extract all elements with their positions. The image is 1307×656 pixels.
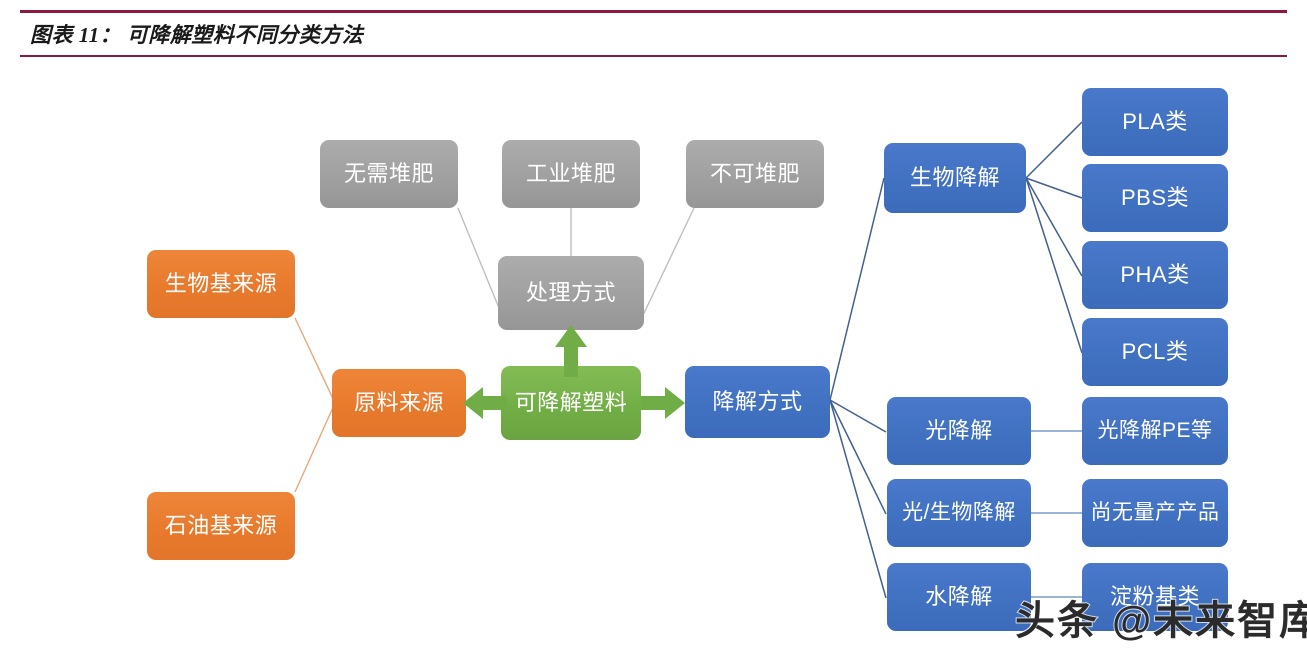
link-bio-pla [1025,121,1083,179]
link-degrade-water [829,399,887,599]
node-water-degradation[interactable]: 水降解 [887,563,1031,631]
figure-header: 图表 11： 可降解塑料不同分类方法 [20,10,1287,58]
node-photodegradation[interactable]: 光降解 [887,397,1031,465]
node-treatment-method[interactable]: 处理方式 [498,256,644,330]
node-non-compostable[interactable]: 不可堆肥 [686,140,824,208]
watermark: 头条 @未来智库 [1014,598,1307,644]
node-label: 生物降解 [909,164,1000,190]
header-rule-top [20,10,1287,13]
node-product-no-mass-production[interactable]: 尚无量产产品 [1082,479,1228,547]
node-label: PCL类 [1121,338,1189,364]
node-label: 淀粉基类 [1109,583,1200,609]
node-biodegradation[interactable]: 生物降解 [884,143,1026,213]
link-bio-pcl [1025,177,1083,354]
node-label: 无需堆肥 [343,160,434,186]
node-degradation-method[interactable]: 降解方式 [685,366,830,438]
node-product-pbs[interactable]: PBS类 [1082,164,1228,232]
node-label: 生物基来源 [164,270,278,296]
link-process-noncompost [635,207,695,331]
arrow-left-icon [463,387,507,419]
node-product-starch-based[interactable]: 淀粉基类 [1082,563,1228,631]
header-rule-bottom [20,55,1287,57]
node-label: PBS类 [1120,184,1190,210]
node-product-pcl[interactable]: PCL类 [1082,318,1228,386]
node-label: 处理方式 [525,279,616,305]
link-bio-pbs [1025,177,1083,199]
node-label: 光/生物降解 [902,501,1016,525]
diagram-canvas: 生物基来源 石油基来源 原料来源 无需堆肥 工业堆肥 不可堆肥 处理方式 可降解… [0,60,1307,656]
node-label: 降解方式 [712,388,803,414]
node-petroleum-based-source[interactable]: 石油基来源 [147,492,295,560]
node-label: 尚无量产产品 [1090,501,1220,525]
node-label: 水降解 [925,583,993,609]
node-label: PHA类 [1120,261,1190,287]
link-bio-pha [1025,177,1083,277]
link-source-oil [294,402,336,493]
arrow-right-icon [641,387,685,419]
link-degrade-light [829,399,887,433]
page-title: 图表 11： 可降解塑料不同分类方法 [30,23,364,47]
node-no-compost-needed[interactable]: 无需堆肥 [320,140,458,208]
link-degrade-bio [829,177,885,401]
node-product-pla[interactable]: PLA类 [1082,88,1228,156]
arrow-up-icon [555,325,587,377]
node-label: 可降解塑料 [514,389,628,415]
node-label: PLA类 [1122,108,1188,134]
node-industrial-compost[interactable]: 工业堆肥 [502,140,640,208]
node-label: 工业堆肥 [525,160,616,186]
node-label: 光降解 [925,417,993,443]
node-label: 石油基来源 [164,512,278,538]
node-label: 原料来源 [353,389,444,415]
node-photo-biodegradation[interactable]: 光/生物降解 [887,479,1031,547]
node-biodegradable-plastic[interactable]: 可降解塑料 [501,366,641,440]
node-product-pha[interactable]: PHA类 [1082,241,1228,309]
node-product-photodegradable-pe[interactable]: 光降解PE等 [1082,397,1228,465]
node-bio-based-source[interactable]: 生物基来源 [147,250,295,318]
node-raw-material-source[interactable]: 原料来源 [332,369,466,437]
node-label: 不可堆肥 [709,160,800,186]
node-label: 光降解PE等 [1097,419,1213,443]
link-degrade-lightbio [829,399,887,515]
link-source-bio [294,317,336,404]
